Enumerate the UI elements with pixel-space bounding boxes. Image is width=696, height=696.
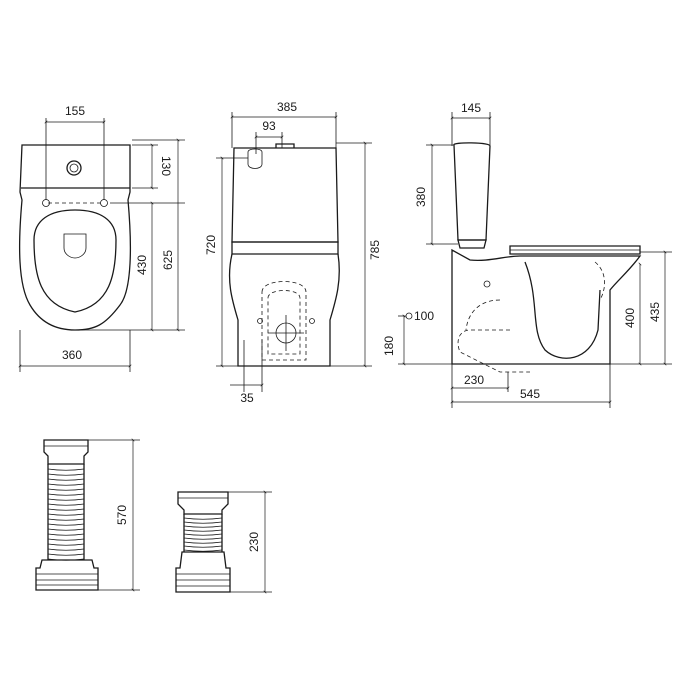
dim-front-width: 385 <box>277 100 297 114</box>
dim-pipe-short-length: 230 <box>247 532 261 552</box>
side-view: 145 380 400 435 230 100 180 545 <box>382 101 672 408</box>
dim-top-width: 155 <box>65 104 85 118</box>
flush-button <box>275 143 295 148</box>
dim-tank-depth: 130 <box>159 156 173 176</box>
pipe-short: 230 <box>175 490 272 594</box>
dim-side-tank-depth: 145 <box>461 101 481 115</box>
pipe-short-corrugation <box>183 514 223 552</box>
dim-front-total-height: 785 <box>368 240 382 260</box>
top-view-outline <box>18 144 132 331</box>
side-seat <box>509 245 641 255</box>
front-pedestal <box>228 253 340 367</box>
side-inlet <box>483 280 491 288</box>
dim-side-outlet-height: 230 <box>464 373 484 387</box>
pipe-long-corrugation <box>47 464 85 561</box>
dim-total-depth: 625 <box>161 250 175 270</box>
dim-front-height: 720 <box>204 235 218 255</box>
side-bowl-hidden <box>594 261 605 301</box>
dim-side-seat-height: 400 <box>623 308 637 328</box>
dim-side-tank-height: 380 <box>414 187 428 207</box>
pipe-long: 570 <box>35 438 140 592</box>
front-view: 385 93 720 785 35 <box>204 100 382 405</box>
side-tank <box>453 142 491 241</box>
overflow-icon <box>247 148 263 169</box>
front-seat-band <box>231 241 339 255</box>
dim-outlet-offset: 35 <box>240 391 254 405</box>
bowl-opening <box>63 233 87 259</box>
dim-inlet-height: 100 <box>414 309 434 323</box>
front-outlet-hidden <box>261 281 307 361</box>
top-view: 155 130 430 625 360 <box>18 104 185 372</box>
seat-hinge-right <box>100 199 108 207</box>
dim-front-outlet-height: 180 <box>382 336 396 356</box>
seat-outline <box>33 209 117 313</box>
side-body <box>451 248 642 365</box>
dim-side-rim-height: 435 <box>648 302 662 322</box>
flush-button-icon <box>66 160 82 176</box>
dim-bowl-depth: 430 <box>135 255 149 275</box>
dim-flush-offset: 93 <box>262 119 276 133</box>
dim-top-total-width: 360 <box>62 348 82 362</box>
side-trapway <box>524 261 601 359</box>
dim-side-total-length: 545 <box>520 387 540 401</box>
dim-pipe-long-length: 570 <box>115 505 129 525</box>
flush-button-inner-icon <box>69 163 79 173</box>
